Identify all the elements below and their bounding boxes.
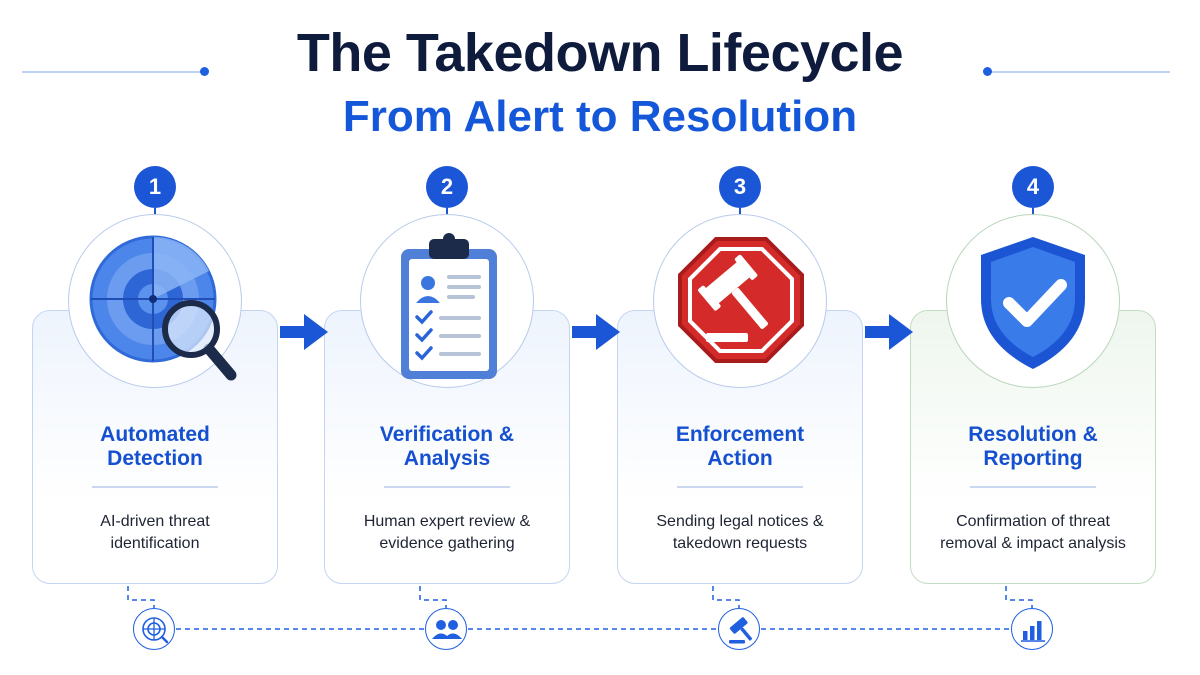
step-title: Enforcement Action (617, 423, 863, 471)
step-number-badge: 1 (134, 166, 176, 215)
step-title-line: Analysis (403, 447, 491, 470)
step-title-line: Detection (107, 447, 203, 470)
step-number-badge: 2 (426, 166, 468, 215)
step-desc-line: Human expert review & (363, 513, 531, 530)
bottom-mini-gavel (718, 608, 760, 650)
step-desc-line: Confirmation of threat (956, 513, 1110, 530)
radar-magnifier-icon (89, 235, 237, 381)
step-desc-line: Sending legal notices & (656, 513, 824, 530)
step-desc-line: identification (110, 535, 200, 552)
step-icon-ring (68, 214, 242, 388)
step-number-badge: 3 (719, 166, 761, 215)
card-divider (677, 486, 803, 488)
radar-icon (142, 617, 169, 644)
card-divider (970, 486, 1096, 488)
step-title-line: Automated (100, 423, 210, 446)
step-title-line: Reporting (983, 447, 1083, 470)
step-desc-line: AI-driven threat (100, 513, 210, 530)
bottom-dashed-connector (127, 586, 1033, 630)
step-description: Human expert review & evidence gathering (324, 511, 570, 555)
step-title-line: Action (707, 447, 773, 470)
header-deco-dot-left (200, 67, 209, 76)
step-title-line: Enforcement (675, 423, 805, 446)
header-deco-line-right (990, 71, 1170, 73)
step-number-badge: 4 (1012, 166, 1054, 215)
card-divider (92, 486, 218, 488)
step-description: AI-driven threat identification (32, 511, 278, 555)
step-desc-line: takedown requests (672, 535, 808, 552)
gavel-icon (729, 617, 753, 644)
arrow-right-icon (280, 314, 328, 350)
step-icon-ring (946, 214, 1120, 388)
step-desc-line: evidence gathering (379, 535, 515, 552)
step-title: Resolution & Reporting (910, 423, 1156, 471)
header-deco-line-left (22, 71, 202, 73)
header-deco-dot-right (983, 67, 992, 76)
people-icon (432, 620, 462, 639)
step-description: Confirmation of threat removal & impact … (910, 511, 1156, 555)
step-icon-ring (360, 214, 534, 388)
step-description: Sending legal notices & takedown request… (617, 511, 863, 555)
step-desc-line: removal & impact analysis (940, 535, 1126, 552)
bar-chart-icon (1021, 621, 1045, 642)
bottom-mini-chart (1011, 608, 1053, 650)
step-icon-ring (653, 214, 827, 388)
gavel-stop-sign-icon (678, 237, 804, 363)
step-title: Verification & Analysis (324, 423, 570, 471)
shield-check-icon (981, 237, 1085, 369)
step-title-line: Resolution & (968, 423, 1098, 446)
step-title: Automated Detection (32, 423, 278, 471)
arrow-right-icon (865, 314, 913, 350)
bottom-mini-people (425, 608, 467, 650)
clipboard-checklist-icon (401, 233, 497, 379)
step-title-line: Verification & (379, 423, 515, 446)
card-divider (384, 486, 510, 488)
arrow-right-icon (572, 314, 620, 350)
page-title: The Takedown Lifecycle (296, 23, 904, 83)
bottom-mini-radar (133, 608, 175, 650)
page-subtitle: From Alert to Resolution (342, 92, 858, 141)
